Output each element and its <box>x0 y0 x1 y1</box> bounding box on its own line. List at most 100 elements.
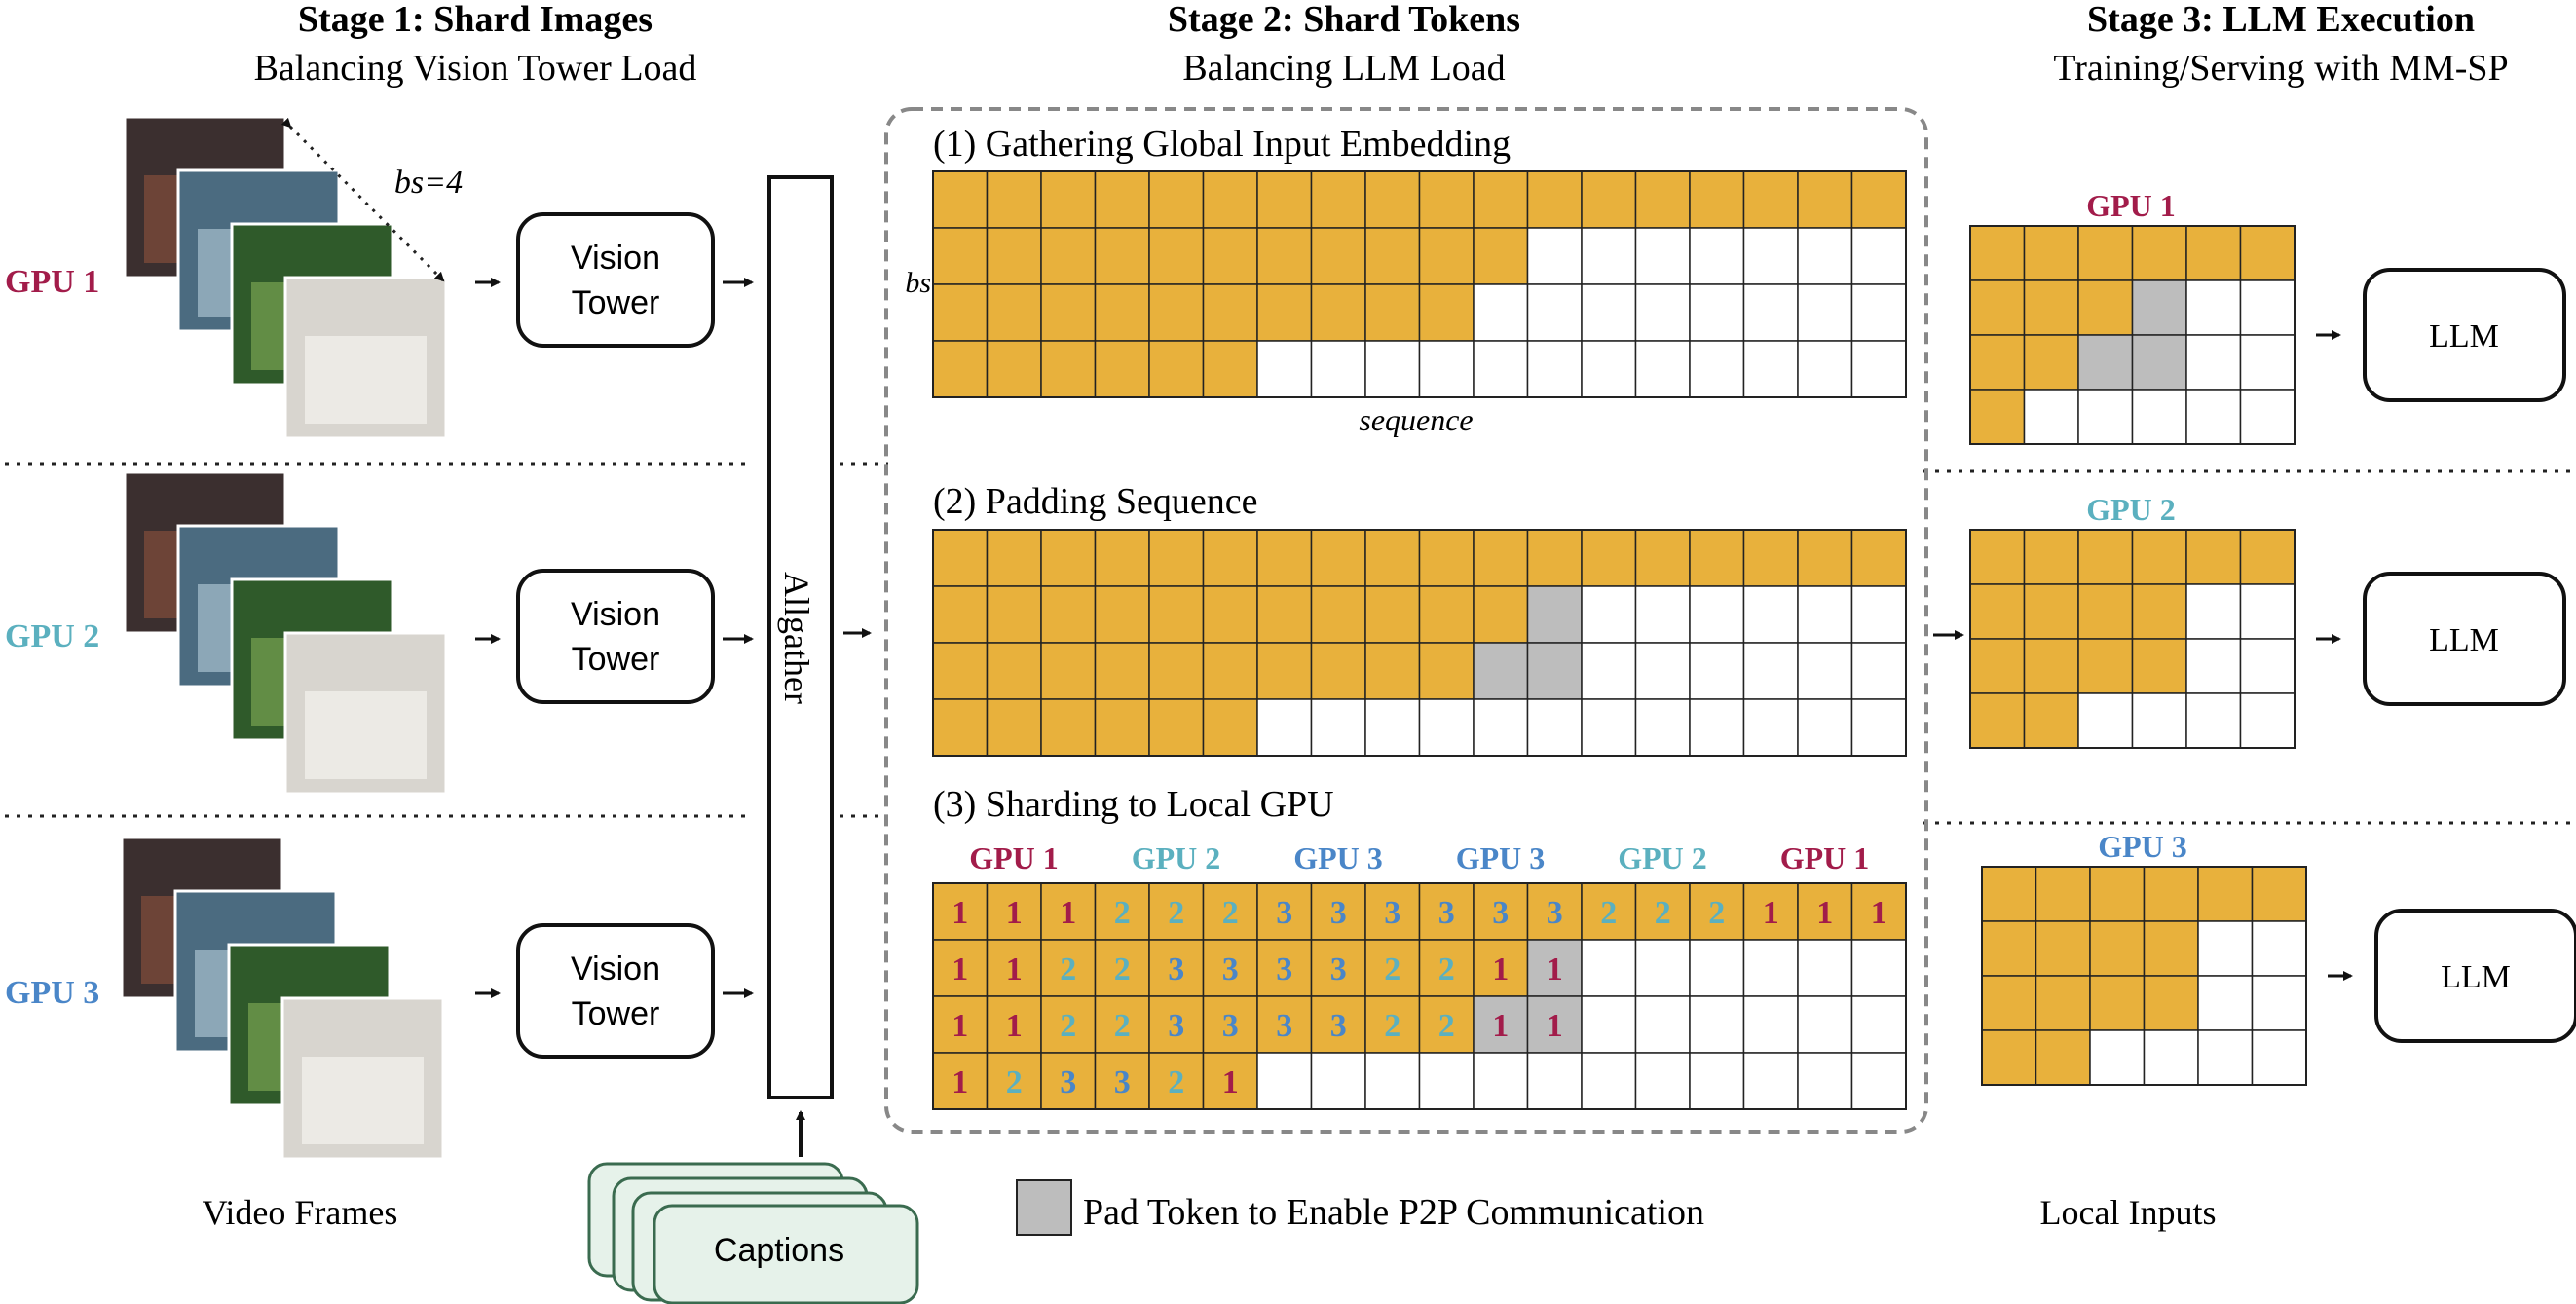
token-cell <box>1969 279 2026 336</box>
token-cell <box>1850 1052 1907 1110</box>
token-cell <box>1418 170 1475 229</box>
stage3-title: Stage 3: LLM Execution <box>2087 0 2475 40</box>
token-cell <box>1202 882 1258 941</box>
token-cell <box>1094 283 1150 342</box>
token-cell <box>1742 698 1799 757</box>
token-cell <box>2251 975 2307 1031</box>
allgather-label: Allgather <box>777 572 816 704</box>
token-cell <box>1364 1052 1421 1110</box>
token-gpu-id: 2 <box>1438 951 1455 987</box>
token-cell <box>1473 882 1529 941</box>
step2-grid <box>932 529 1907 757</box>
step1-title: (1) Gathering Global Input Embedding <box>933 124 1511 165</box>
pad-legend-swatch <box>1016 1179 1072 1236</box>
token-cell <box>1581 698 1637 757</box>
token-cell <box>2251 920 2307 977</box>
video-frame-stacks <box>120 115 448 1161</box>
vision-tower-box <box>516 923 715 1059</box>
token-cell <box>2077 279 2134 336</box>
token-gpu-id: 3 <box>1114 1064 1131 1100</box>
row-separators <box>5 462 2571 825</box>
token-gpu-id: 3 <box>1330 951 1347 987</box>
token-cell <box>1418 939 1475 997</box>
token-cell <box>2185 583 2242 640</box>
token-cell <box>1742 995 1799 1054</box>
token-cell <box>1634 529 1691 587</box>
token-cell <box>1850 585 1907 644</box>
token-cell <box>1981 975 2037 1031</box>
token-cell <box>1364 529 1421 587</box>
token-cell <box>1310 939 1366 997</box>
token-cell <box>1418 1052 1475 1110</box>
token-cell <box>1581 882 1637 941</box>
token-cell <box>1148 340 1205 398</box>
token-cell <box>1202 227 1258 285</box>
token-cell <box>2185 529 2242 585</box>
step3-header-gpu-label: GPU 1 <box>1780 840 1870 876</box>
token-cell <box>932 698 989 757</box>
token-cell <box>2239 529 2296 585</box>
token-cell <box>1256 585 1313 644</box>
token-cell <box>1634 882 1691 941</box>
token-cell <box>2077 225 2134 281</box>
token-cell <box>1364 170 1421 229</box>
token-cell <box>1634 1052 1691 1110</box>
stage1-gpu1-label: GPU 1 <box>5 264 99 300</box>
token-cell <box>1981 866 2037 922</box>
token-cell <box>1797 227 1853 285</box>
token-gpu-id: 3 <box>1330 895 1347 931</box>
token-cell <box>1364 227 1421 285</box>
video-frame-content <box>302 1057 424 1144</box>
token-gpu-id: 2 <box>1222 895 1239 931</box>
token-cell <box>1202 283 1258 342</box>
token-cell <box>986 529 1042 587</box>
token-cell <box>1202 170 1258 229</box>
token-cell <box>1689 939 1745 997</box>
token-cell <box>1418 529 1475 587</box>
token-cell <box>1526 939 1583 997</box>
token-cell <box>2197 975 2254 1031</box>
token-cell <box>1689 227 1745 285</box>
token-cell <box>1364 585 1421 644</box>
token-cell <box>1850 529 1907 587</box>
token-cell <box>1473 642 1529 700</box>
token-cell <box>1689 698 1745 757</box>
token-cell <box>1797 642 1853 700</box>
token-cell <box>1310 1052 1366 1110</box>
token-cell <box>986 227 1042 285</box>
token-gpu-id: 1 <box>1816 895 1833 931</box>
token-cell <box>2023 529 2079 585</box>
token-cell <box>1797 995 1853 1054</box>
token-cell <box>2143 920 2199 977</box>
pad-legend-label: Pad Token to Enable P2P Communication <box>1083 1192 1704 1233</box>
token-cell <box>1969 638 2026 694</box>
token-cell <box>1094 642 1150 700</box>
token-cell <box>2131 279 2187 336</box>
token-cell <box>1850 170 1907 229</box>
token-cell <box>1634 283 1691 342</box>
token-cell <box>1850 283 1907 342</box>
token-cell <box>1256 170 1313 229</box>
token-cell <box>1202 340 1258 398</box>
token-cell <box>2251 866 2307 922</box>
token-cell <box>1850 939 1907 997</box>
token-cell <box>2239 389 2296 445</box>
token-cell <box>1526 698 1583 757</box>
token-cell <box>1526 585 1583 644</box>
vision-tower-label: Vision <box>571 950 660 987</box>
token-cell <box>1040 340 1097 398</box>
token-cell <box>2131 583 2187 640</box>
token-cell <box>2239 638 2296 694</box>
token-gpu-id: 2 <box>1114 1008 1131 1044</box>
token-cell <box>2089 866 2146 922</box>
token-cell <box>1581 529 1637 587</box>
captions-label: Captions <box>714 1232 844 1269</box>
token-cell <box>1742 170 1799 229</box>
token-cell <box>1094 698 1150 757</box>
token-cell <box>932 227 989 285</box>
step1-sequence-label: sequence <box>1359 402 1473 437</box>
token-cell <box>932 995 989 1054</box>
token-cell <box>1742 585 1799 644</box>
token-cell <box>1256 227 1313 285</box>
